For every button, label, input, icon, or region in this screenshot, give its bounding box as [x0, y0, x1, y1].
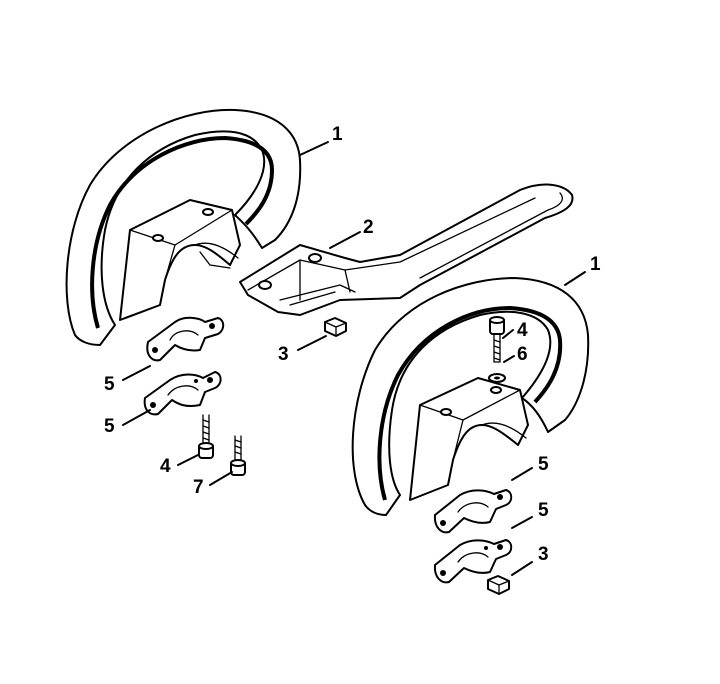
loop-handle-right [351, 277, 590, 516]
callout-5-left-upper: 5 [104, 374, 115, 395]
leader-lines [122, 141, 586, 576]
clamp-right-lower [433, 539, 513, 584]
callout-1-left: 1 [332, 124, 343, 145]
callout-3-center: 3 [278, 344, 289, 365]
handle-bar [239, 183, 574, 316]
callout-7: 7 [193, 477, 204, 498]
callouts: 1 2 1 3 4 6 5 5 4 7 5 5 3 [104, 124, 601, 565]
nut-center [324, 317, 347, 337]
callout-5-right-lower: 5 [538, 500, 549, 521]
callout-6: 6 [517, 344, 528, 365]
callout-2: 2 [363, 217, 374, 238]
clamp-right-upper [433, 489, 513, 534]
screw-left [198, 414, 214, 459]
callout-4-right: 4 [517, 320, 528, 341]
loop-handle-left [65, 108, 302, 346]
callout-3-right: 3 [538, 544, 549, 565]
clamp-left-lower [143, 371, 222, 416]
callout-4-left: 4 [160, 456, 171, 477]
nut-right [487, 575, 510, 595]
callout-1-right: 1 [590, 254, 601, 275]
screw-right [489, 316, 505, 363]
callout-5-left-lower: 5 [104, 416, 115, 437]
washer-right [488, 373, 506, 383]
callout-5-right-upper: 5 [538, 454, 549, 475]
clamp-left-upper [146, 316, 225, 362]
screw-long-left [230, 435, 246, 476]
